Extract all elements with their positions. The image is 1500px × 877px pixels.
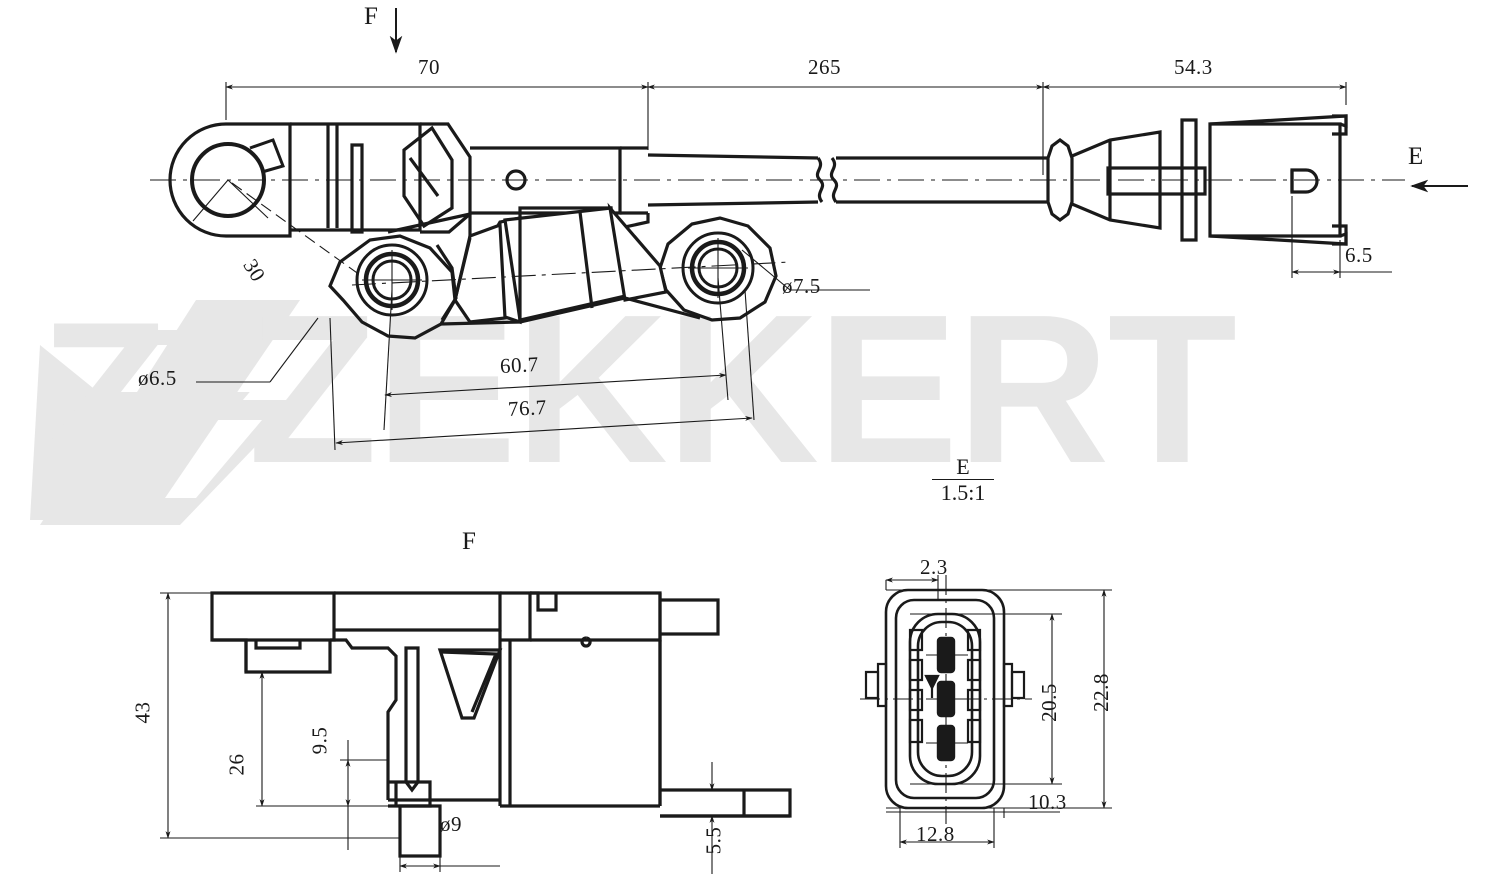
view-e-letter: E	[932, 455, 994, 481]
dim-60-7: 60.7	[499, 352, 540, 378]
dim-6-5-connector: 6.5	[1345, 243, 1373, 267]
dim-e-2-3: 2.3	[920, 555, 948, 579]
view-e-ratio: 1.5:1	[940, 480, 986, 506]
dim-dia-7-5: ø7.5	[782, 274, 821, 298]
dim-f-9-5: 9.5	[307, 726, 332, 755]
dim-dia-6-5: ø6.5	[138, 366, 177, 390]
dim-f-43: 43	[130, 701, 155, 724]
view-e-scale-note: E 1.5:1	[932, 455, 994, 504]
dim-76-7: 76.7	[507, 395, 548, 421]
view-f-label: F	[462, 528, 477, 555]
dim-265: 265	[808, 55, 841, 79]
dim-e-22-8: 22.8	[1088, 673, 1113, 712]
section-arrow-f-label: F	[364, 3, 379, 30]
dim-f-dia-9: ø9	[440, 812, 462, 836]
dim-70: 70	[418, 55, 440, 79]
dim-f-26: 26	[224, 753, 249, 776]
section-arrow-e-label: E	[1408, 143, 1424, 170]
dim-e-10-3: 10.3	[1028, 790, 1067, 814]
dim-f-5-5: 5.5	[701, 826, 726, 855]
dim-54-3: 54.3	[1174, 55, 1213, 79]
dim-e-12-8: 12.8	[916, 822, 955, 846]
dim-e-20-5: 20.5	[1036, 683, 1061, 722]
